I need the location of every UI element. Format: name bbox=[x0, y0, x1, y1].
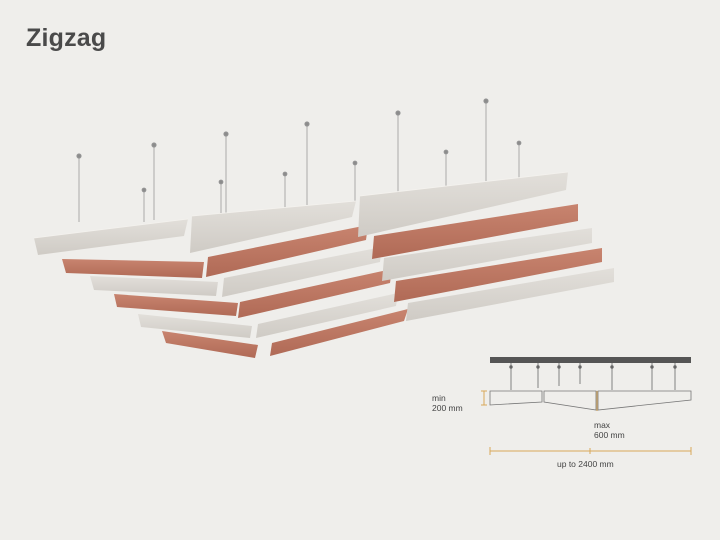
min-label: min 200 mm bbox=[432, 393, 463, 413]
width-label: up to 2400 mm bbox=[557, 459, 614, 469]
panel-terracotta bbox=[372, 204, 578, 259]
panel-light bbox=[406, 268, 614, 321]
panel-terracotta bbox=[394, 248, 602, 302]
panel-light bbox=[222, 247, 382, 297]
panel-light bbox=[138, 314, 252, 338]
panel-terracotta bbox=[206, 225, 368, 277]
panel-terracotta bbox=[238, 269, 392, 318]
panel-light bbox=[34, 219, 188, 255]
panel-terracotta bbox=[62, 259, 204, 278]
panel-terracotta bbox=[270, 309, 408, 356]
suspension-cables bbox=[76, 98, 522, 222]
page-title: Zigzag bbox=[26, 24, 107, 52]
dimension-diagram bbox=[481, 357, 692, 455]
panel-light bbox=[382, 228, 592, 281]
zigzag-panels bbox=[33, 171, 614, 358]
panel-terracotta bbox=[114, 294, 238, 316]
panel-light bbox=[256, 293, 398, 338]
panel-terracotta bbox=[162, 331, 258, 358]
ceiling-rail bbox=[490, 357, 691, 363]
panel-light bbox=[358, 172, 568, 237]
panel-light bbox=[90, 276, 218, 296]
panel-light bbox=[190, 201, 356, 253]
max-label: max 600 mm bbox=[594, 420, 625, 440]
